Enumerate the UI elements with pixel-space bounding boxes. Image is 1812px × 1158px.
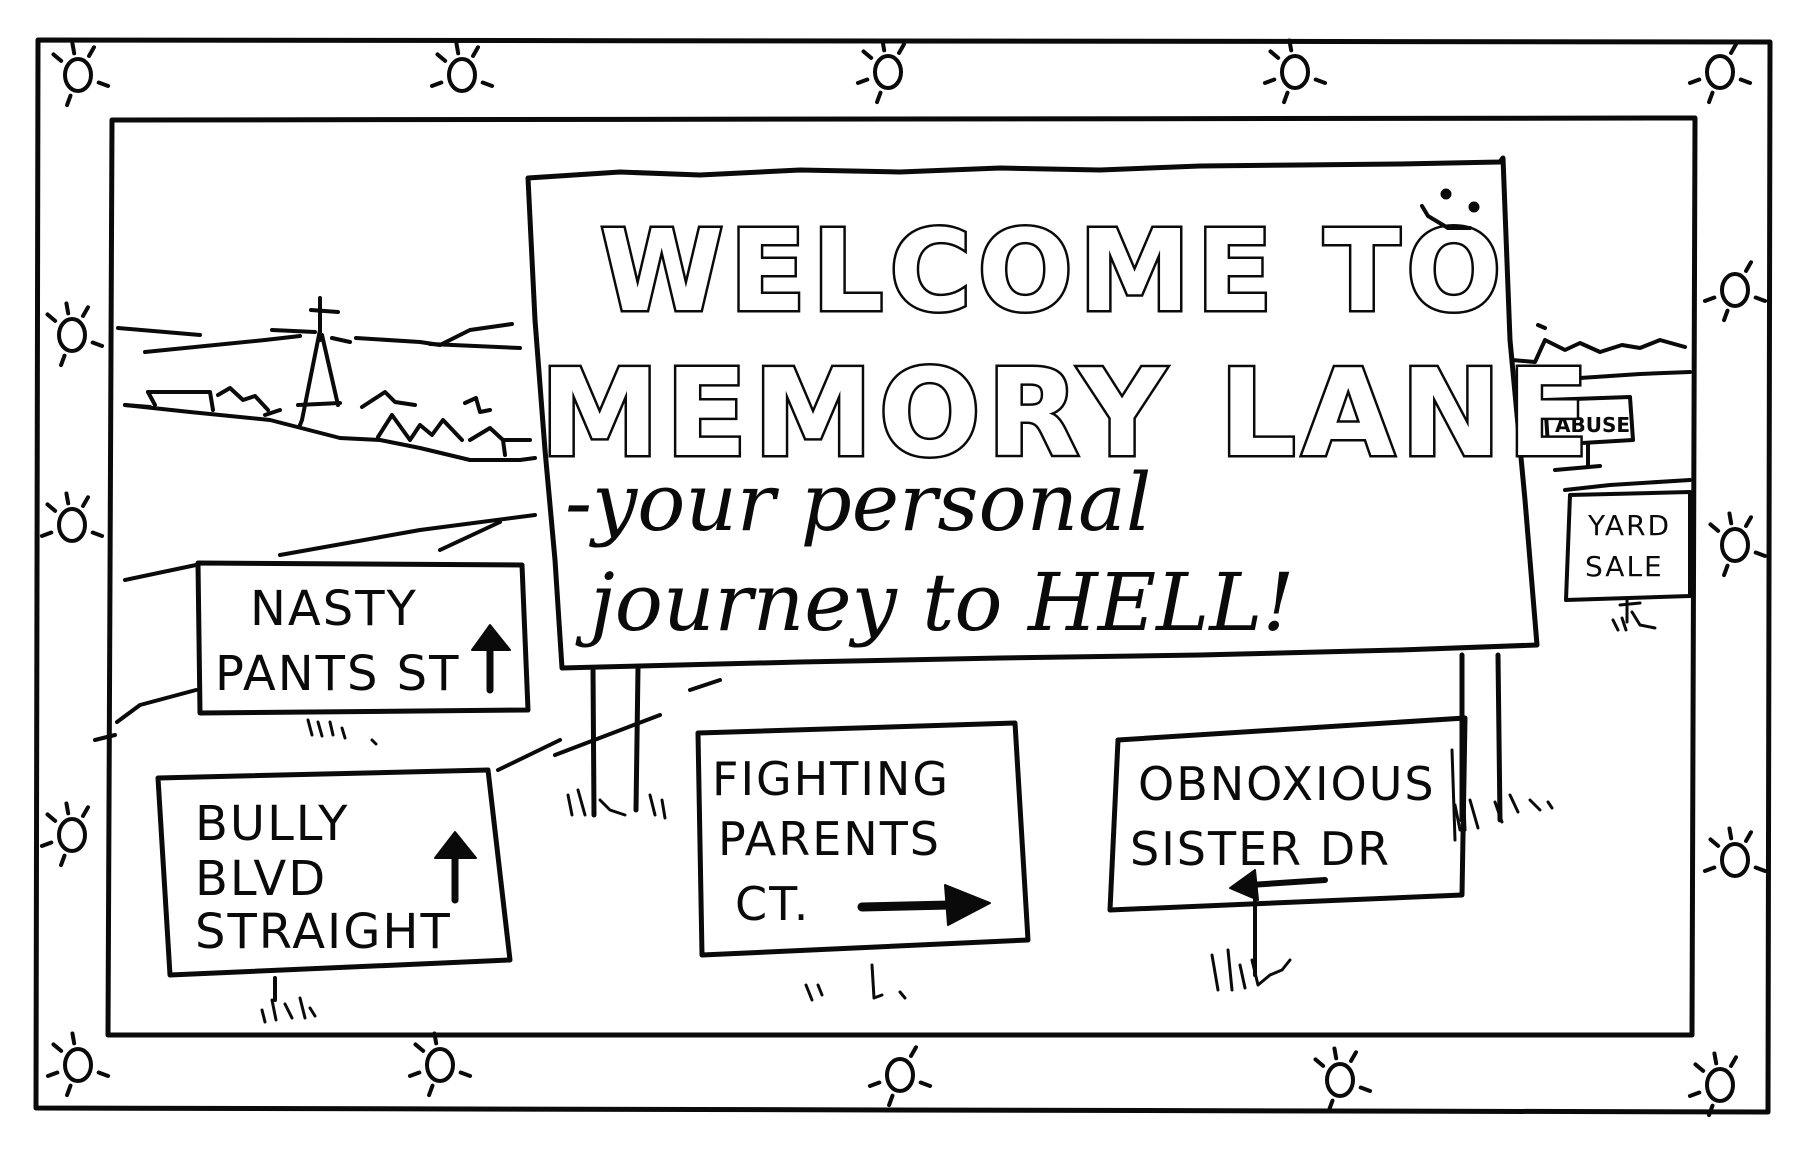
landscape-left: [93, 296, 722, 772]
main-sign-line-4: journey to HELL!: [575, 556, 1295, 649]
fighting-parents-sign: FIGHTING PARENTS CT.: [695, 720, 1031, 1002]
abuse-sign-text: ABUSE: [1555, 413, 1630, 437]
inner-frame: [105, 115, 1698, 1038]
main-sign-line-2: MEMORY LANE: [540, 345, 1595, 484]
yard-sale-line-1: YARD: [1587, 509, 1671, 542]
obnoxious-sister-line-1: OBNOXIOUS: [1138, 757, 1436, 811]
sun-icon: [1702, 826, 1768, 878]
smiley-face-icon: [1420, 188, 1480, 230]
yard-sale-line-2: SALE: [1585, 550, 1664, 583]
landscape-right: [1510, 323, 1692, 492]
sun-icon: [867, 1045, 933, 1108]
main-sign-line-1: WELCOME TO: [600, 207, 1507, 337]
fighting-parents-line-1: FIGHTING: [712, 752, 950, 806]
sun-icon: [45, 301, 105, 368]
outer-frame: [33, 37, 1773, 1115]
town-houses: [123, 386, 532, 457]
sun-icon: [39, 491, 105, 543]
sun-icon: [45, 1031, 111, 1098]
arrow-up-icon: [434, 831, 477, 904]
sun-icon: [1313, 1046, 1373, 1113]
arrow-up-icon: [471, 624, 511, 694]
sun-icon: [1702, 260, 1768, 323]
church-spire: [296, 296, 342, 427]
fighting-parents-line-2: PARENTS: [718, 812, 941, 866]
arrow-right-icon: [857, 884, 991, 926]
obnoxious-sister-sign: OBNOXIOUS SISTER DR: [1107, 715, 1468, 992]
obnoxious-sister-line-2: SISTER DR: [1130, 822, 1391, 876]
sun-icon: [1262, 38, 1328, 105]
nasty-pants-line-2: PANTS ST: [215, 646, 460, 702]
bully-blvd-line-3: STRAIGHT: [195, 904, 452, 960]
yard-sale-sign: YARD SALE: [1564, 490, 1692, 632]
nasty-pants-line-1: NASTY: [250, 581, 418, 637]
sun-icon: [1687, 42, 1753, 105]
arrow-left-icon: [1229, 869, 1328, 901]
sun-icon: [855, 38, 906, 105]
main-sign-posts: [566, 652, 1554, 832]
main-sign: WELCOME TO MEMORY LANE -your personal jo…: [525, 155, 1595, 671]
main-sign-line-3: -your personal: [565, 456, 1151, 549]
fighting-parents-line-3: CT.: [735, 877, 810, 931]
bully-blvd-sign: BULLY BLVD STRAIGHT: [155, 767, 513, 1024]
border-suns: [39, 38, 1768, 1118]
sun-icon: [1687, 1051, 1738, 1118]
sun-icon: [51, 41, 111, 108]
sun-icon: [1708, 511, 1768, 578]
sun-icon: [407, 1031, 473, 1098]
abuse-sign: ABUSE: [1543, 395, 1635, 472]
sun-icon: [39, 801, 90, 868]
bully-blvd-line-1: BULLY: [195, 796, 350, 852]
nasty-pants-sign: NASTY PANTS ST: [195, 560, 531, 746]
bully-blvd-line-2: BLVD: [195, 851, 327, 907]
sun-icon: [429, 41, 495, 93]
